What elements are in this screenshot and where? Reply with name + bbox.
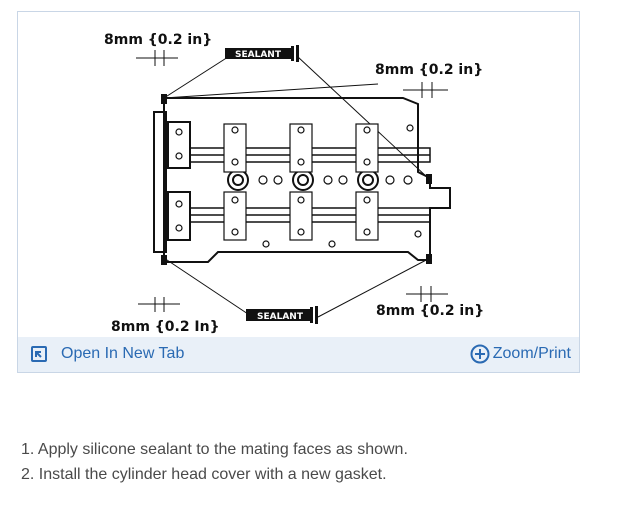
bearing-caps bbox=[175, 123, 422, 248]
zoom-print-link[interactable]: Zoom/Print bbox=[470, 344, 571, 364]
spark-plug-bores bbox=[227, 169, 379, 191]
sealant-tube-top: SEALANT bbox=[225, 45, 299, 62]
instruction-step: 2. Install the cylinder head cover with … bbox=[21, 466, 387, 483]
open-in-new-tab-link[interactable]: Open In New Tab bbox=[31, 345, 184, 363]
figure-card: 8mm {0.2 in} 8mm {0.2 in} 8mm {0.2 In} 8… bbox=[17, 11, 580, 373]
zoom-print-label: Zoom/Print bbox=[492, 345, 571, 362]
figure-caption-bar: Open In New Tab Zoom/Print bbox=[18, 337, 579, 372]
sealant-points bbox=[161, 94, 432, 265]
svg-text:SEALANT: SEALANT bbox=[257, 312, 304, 322]
dimension-label-bottom-left: 8mm {0.2 In} bbox=[111, 319, 220, 335]
open-in-new-tab-label: Open In New Tab bbox=[61, 345, 185, 362]
dimension-label-top-left: 8mm {0.2 in} bbox=[104, 32, 212, 48]
dimension-arrows bbox=[136, 50, 448, 312]
cylinder-head-diagram: 8mm {0.2 in} 8mm {0.2 in} 8mm {0.2 In} 8… bbox=[104, 32, 484, 335]
dimension-label-bottom-right: 8mm {0.2 in} bbox=[376, 303, 484, 319]
sealant-tube-bottom: SEALANT bbox=[246, 306, 318, 324]
instruction-step: 1. Apply silicone sealant to the mating … bbox=[21, 441, 408, 458]
instruction-list: 1. Apply silicone sealant to the mating … bbox=[21, 437, 408, 487]
dimension-label-top-right: 8mm {0.2 in} bbox=[375, 62, 483, 78]
plus-circle-icon bbox=[470, 344, 490, 364]
svg-text:SEALANT: SEALANT bbox=[235, 50, 282, 60]
leader-lines bbox=[163, 56, 431, 318]
open-new-tab-icon bbox=[31, 346, 47, 362]
